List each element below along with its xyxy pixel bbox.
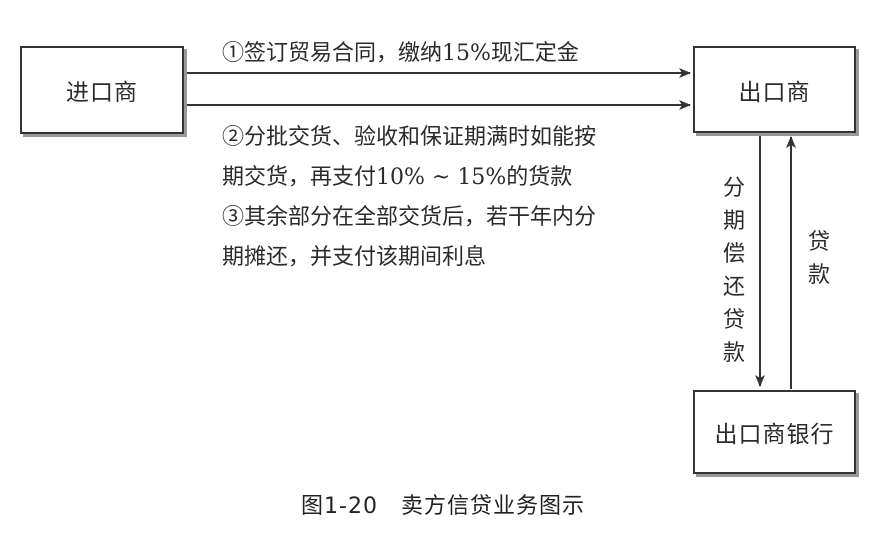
figure-caption: 图1-20 卖方信贷业务图示 bbox=[301, 494, 585, 519]
repay-loan-label: 分期偿还贷款 bbox=[722, 176, 745, 366]
exporter-node: 出口商 bbox=[693, 46, 856, 133]
loan-label: 贷款 bbox=[807, 230, 830, 288]
step1-note: ①签订贸易合同，缴纳15%现汇定金 bbox=[222, 41, 579, 66]
exporter-label: 出口商 bbox=[738, 79, 811, 106]
step3-note-line2: 期摊还，并支付该期间利息 bbox=[222, 245, 487, 270]
step3-note-line1: ③其余部分在全部交货后，若干年内分 bbox=[222, 205, 597, 230]
step2-note-line2: 期交货，再支付10% ~ 15%的货款 bbox=[222, 165, 573, 190]
exporter-bank-node: 出口商银行 bbox=[693, 390, 856, 474]
exporter-bank-label: 出口商银行 bbox=[714, 422, 835, 448]
step2-note-line1: ②分批交货、验收和保证期满时如能按 bbox=[222, 125, 597, 150]
importer-label: 进口商 bbox=[66, 80, 138, 106]
importer-node: 进口商 bbox=[20, 46, 184, 134]
